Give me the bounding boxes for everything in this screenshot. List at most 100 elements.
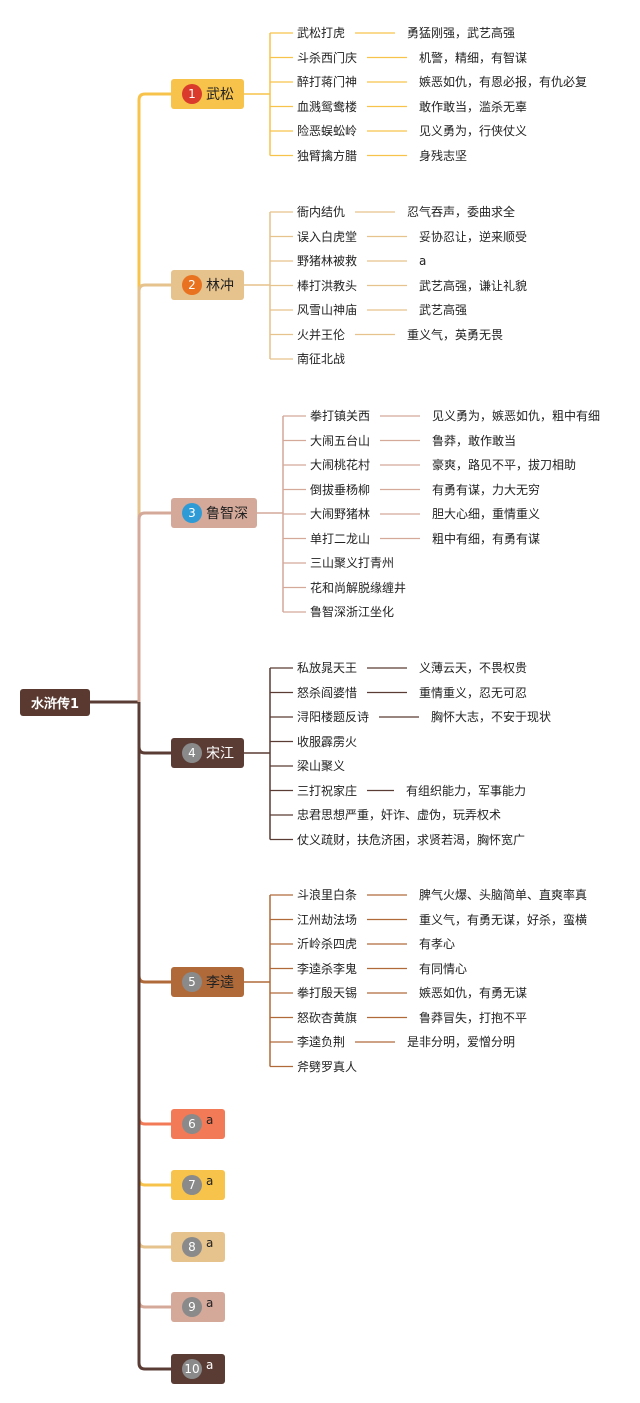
branch-connector-2 <box>137 283 171 702</box>
event-label[interactable]: 收服霹雳火 <box>297 734 358 749</box>
trait-label[interactable]: 妥协忍让，逆来顺受 <box>419 229 528 244</box>
event-label[interactable]: 江州劫法场 <box>297 912 358 927</box>
trait-label[interactable]: 敢作敢当，滥杀无辜 <box>419 99 528 114</box>
trait-label[interactable]: 有勇有谋，力大无穷 <box>432 482 541 497</box>
trait-label[interactable]: 机警，精细，有智谋 <box>419 50 528 65</box>
number-badge-icon: 3 <box>182 503 202 523</box>
event-label[interactable]: 单打二龙山 <box>310 531 371 546</box>
event-label[interactable]: 野猪林被救 <box>297 254 358 268</box>
number-badge-icon: 9 <box>182 1297 202 1317</box>
event-label[interactable]: 斧劈罗真人 <box>297 1059 358 1074</box>
trait-label[interactable]: 重义气，有勇无谋，好杀，蛮横 <box>419 912 588 927</box>
event-label[interactable]: 忠君思想严重，奸诈、虚伪，玩弄权术 <box>297 808 502 822</box>
branch-label: 李逵 <box>206 975 234 991</box>
event-label[interactable]: 火并王伦 <box>297 327 346 342</box>
event-label[interactable]: 怒砍杏黄旗 <box>297 1010 358 1025</box>
trait-label[interactable]: 脾气火爆、头脑简单、直爽率真 <box>419 888 588 902</box>
number-badge-icon: 8 <box>182 1237 202 1257</box>
number-badge-icon: 5 <box>182 972 202 992</box>
number-badge-icon: 1 <box>182 84 202 104</box>
event-label[interactable]: 李逵负荆 <box>297 1035 346 1049</box>
trait-label[interactable]: 鲁莽，敢作敢当 <box>432 433 517 448</box>
event-label[interactable]: 李逵杀李鬼 <box>297 961 358 976</box>
trait-label[interactable]: 有孝心 <box>419 937 456 951</box>
number-badge-icon: 7 <box>182 1175 202 1195</box>
trait-label[interactable]: 武艺高强 <box>419 303 468 317</box>
trait-label[interactable]: 义薄云天，不畏权贵 <box>419 661 528 675</box>
event-label[interactable]: 沂岭杀四虎 <box>297 937 358 951</box>
event-label[interactable]: 大闹五台山 <box>310 433 371 448</box>
event-label[interactable]: 仗义疏财，扶危济困，求贤若渴，胸怀宽广 <box>297 832 526 847</box>
branch-label: 林冲 <box>206 278 234 294</box>
branch-label: a <box>206 1358 214 1372</box>
branch-label: a <box>206 1236 214 1250</box>
event-label[interactable]: 倒拔垂杨柳 <box>310 482 371 497</box>
branch-label: a <box>206 1174 214 1188</box>
trait-label[interactable]: 胸怀大志，不安于现状 <box>431 710 552 724</box>
trait-label[interactable]: 重情重义，忍无可忍 <box>419 685 528 700</box>
event-label[interactable]: 险恶蜈蚣岭 <box>297 124 358 138</box>
trait-label[interactable]: 鲁莽冒失，打抱不平 <box>419 1010 528 1025</box>
trait-label[interactable]: 勇猛刚强，武艺高强 <box>407 26 516 40</box>
event-label[interactable]: 鲁智深浙江坐化 <box>310 605 395 619</box>
event-label[interactable]: 棒打洪教头 <box>297 278 358 293</box>
event-label[interactable]: 花和尚解脱缘缠井 <box>310 580 407 595</box>
branch-label: 鲁智深 <box>206 506 248 522</box>
event-label[interactable]: 梁山聚义 <box>297 759 346 773</box>
trait-label[interactable]: 有组织能力，军事能力 <box>406 783 527 798</box>
trait-label[interactable]: 见义勇为，行侠仗义 <box>419 124 528 138</box>
trait-label[interactable]: 见义勇为，嫉恶如仇，粗中有细 <box>432 409 601 423</box>
trait-label[interactable]: 嫉恶如仇，有勇无谋 <box>419 986 528 1000</box>
trait-label[interactable]: 粗中有细，有勇有谋 <box>432 531 541 546</box>
number-badge-icon: 6 <box>182 1114 202 1134</box>
branch-label: 宋江 <box>206 746 234 762</box>
trait-label[interactable]: 是非分明，爱憎分明 <box>407 1035 516 1049</box>
event-label[interactable]: 武松打虎 <box>297 26 346 40</box>
trait-label[interactable]: 身残志坚 <box>419 148 468 163</box>
event-label[interactable]: 风雪山神庙 <box>297 303 358 317</box>
event-label[interactable]: 南征北战 <box>297 352 346 366</box>
event-label[interactable]: 独臂擒方腊 <box>297 148 358 163</box>
event-label[interactable]: 大闹桃花村 <box>310 458 371 472</box>
root-node[interactable]: 水浒传1 <box>20 689 90 716</box>
trait-label[interactable]: 豪爽，路见不平，拔刀相助 <box>432 458 577 472</box>
event-label[interactable]: 大闹野猪林 <box>310 507 371 521</box>
event-label[interactable]: 拳打镇关西 <box>310 409 371 423</box>
trait-label[interactable]: 胆大心细，重情重义 <box>432 507 541 521</box>
event-label[interactable]: 斗杀西门庆 <box>297 50 358 65</box>
event-label[interactable]: 斗浪里白条 <box>297 888 358 902</box>
trait-label[interactable]: 重义气，英勇无畏 <box>407 327 504 342</box>
event-label[interactable]: 醉打蒋门神 <box>297 75 358 89</box>
event-label[interactable]: 私放晁天王 <box>297 661 358 675</box>
trait-label[interactable]: 有同情心 <box>419 961 468 976</box>
event-label[interactable]: 怒杀阎婆惜 <box>297 685 358 700</box>
event-label[interactable]: 衙内结仇 <box>297 205 346 219</box>
branch-connector-8 <box>137 702 171 1249</box>
event-label[interactable]: 浔阳楼题反诗 <box>297 710 370 724</box>
branch-connector-1 <box>137 92 171 702</box>
event-label[interactable]: 三打祝家庄 <box>297 783 358 798</box>
event-label[interactable]: 血溅鸳鸯楼 <box>297 99 358 114</box>
trait-label[interactable]: a <box>419 254 427 268</box>
event-label[interactable]: 三山聚义打青州 <box>310 556 395 570</box>
branch-connector-6 <box>137 702 171 1126</box>
trait-label[interactable]: 武艺高强，谦让礼貌 <box>419 278 528 293</box>
trait-label[interactable]: 嫉恶如仇，有恩必报，有仇必复 <box>419 75 588 89</box>
branch-connector-9 <box>137 702 171 1309</box>
event-label[interactable]: 误入白虎堂 <box>297 229 358 244</box>
event-label[interactable]: 拳打殷天锡 <box>297 986 358 1000</box>
branch-label: a <box>206 1296 214 1310</box>
trait-label[interactable]: 忍气吞声，委曲求全 <box>407 205 516 219</box>
